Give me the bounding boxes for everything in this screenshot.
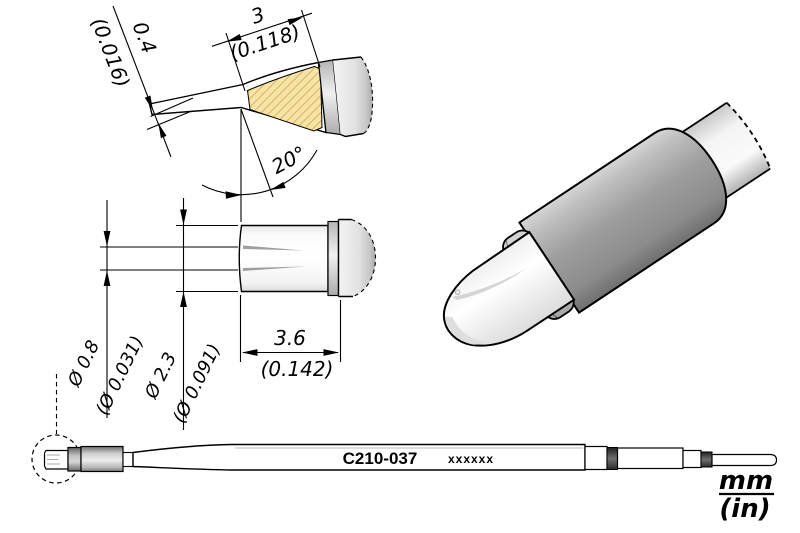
arrowhead bbox=[323, 349, 339, 356]
side-cap bbox=[338, 219, 376, 297]
dim-angle-label: 20° bbox=[267, 141, 310, 179]
arrowhead bbox=[270, 181, 286, 190]
profile-neck bbox=[122, 451, 134, 468]
side-view: Ø 0.8 (Ø 0.031) Ø 2.3 (Ø 0.091) 3.6 (0.1… bbox=[64, 198, 377, 430]
detail-cap-bottom-edge bbox=[340, 132, 364, 138]
dim-width-mm-label: 3 bbox=[248, 2, 268, 29]
side-cap-edges bbox=[337, 218, 353, 298]
side-cylinder bbox=[238, 224, 329, 293]
profile-barrel bbox=[80, 445, 124, 473]
rear-section-edges bbox=[674, 101, 771, 204]
arrowhead bbox=[158, 123, 167, 139]
arrowhead bbox=[103, 270, 111, 286]
arrowhead bbox=[103, 231, 111, 247]
arrowhead bbox=[242, 349, 258, 356]
profile-section-b bbox=[616, 447, 684, 470]
units-note: mm (in) bbox=[719, 466, 774, 524]
rear-break-line-3d bbox=[726, 102, 772, 169]
side-cap-break-line bbox=[351, 218, 377, 298]
dim-length-mm-label: 3.6 bbox=[274, 326, 306, 350]
detail-cap-top-edge bbox=[332, 56, 362, 61]
dim-shaft-dia-mm-label: Ø 2.3 bbox=[141, 349, 182, 403]
dim-tip-dia-mm-label: Ø 0.8 bbox=[64, 337, 105, 391]
dim-shaft-dia-in-label: (Ø 0.091) bbox=[169, 341, 225, 427]
tip-bevel-face-3d bbox=[444, 316, 490, 345]
profile-section-a bbox=[584, 445, 608, 471]
detail-cap bbox=[333, 57, 373, 137]
arrowhead bbox=[226, 34, 242, 42]
arrowhead bbox=[287, 17, 303, 26]
units-primary-label: mm bbox=[719, 466, 773, 496]
side-collar-ring bbox=[327, 220, 340, 297]
detail-cap-break-line bbox=[360, 56, 374, 134]
dim-thickness-mm-label: 0.4 bbox=[128, 18, 162, 56]
arrowhead bbox=[144, 95, 153, 111]
detail-view-section: 3 (0.118) 0.4 (0.016) 20° bbox=[86, 2, 374, 222]
tip-groove-3d bbox=[452, 268, 526, 300]
dim-thickness-in-label: (0.016) bbox=[86, 14, 135, 91]
marking-label: xxxxxx bbox=[448, 452, 494, 466]
dim-shaft-diameter: Ø 2.3 (Ø 0.091) bbox=[141, 198, 225, 430]
profile-dark-ring-1 bbox=[606, 447, 618, 470]
units-secondary-label: (in) bbox=[719, 494, 770, 524]
arrowhead bbox=[180, 209, 187, 225]
tip-surface-dot-3d bbox=[454, 289, 461, 295]
dim-width-in-label: (0.118) bbox=[226, 19, 303, 65]
dim-tip-diameter: Ø 0.8 (Ø 0.031) bbox=[64, 200, 148, 419]
profile-dark-ring-2 bbox=[700, 451, 713, 468]
cartridge-profile-view: C210-037 xxxxxx bbox=[31, 374, 778, 484]
body-3d bbox=[518, 127, 728, 314]
profile-section-c bbox=[682, 449, 702, 469]
dim-length: 3.6 (0.142) bbox=[239, 295, 342, 381]
part-number-label: C210-037 bbox=[343, 449, 418, 468]
tip-3d bbox=[442, 230, 576, 347]
rear-section-3d bbox=[675, 102, 771, 203]
profile-shaft bbox=[711, 453, 778, 467]
dim-length-in-label: (0.142) bbox=[261, 357, 334, 381]
flute-line-lower bbox=[243, 266, 305, 271]
flute-line-upper bbox=[243, 245, 303, 251]
dim-thickness: 0.4 (0.016) bbox=[86, 5, 194, 158]
arrowhead bbox=[180, 291, 187, 307]
profile-collar bbox=[67, 446, 82, 472]
hatched-cross-section bbox=[246, 65, 323, 132]
iso-3d-view bbox=[442, 101, 772, 347]
arrowhead bbox=[225, 191, 242, 199]
profile-tip-shading bbox=[47, 454, 60, 465]
